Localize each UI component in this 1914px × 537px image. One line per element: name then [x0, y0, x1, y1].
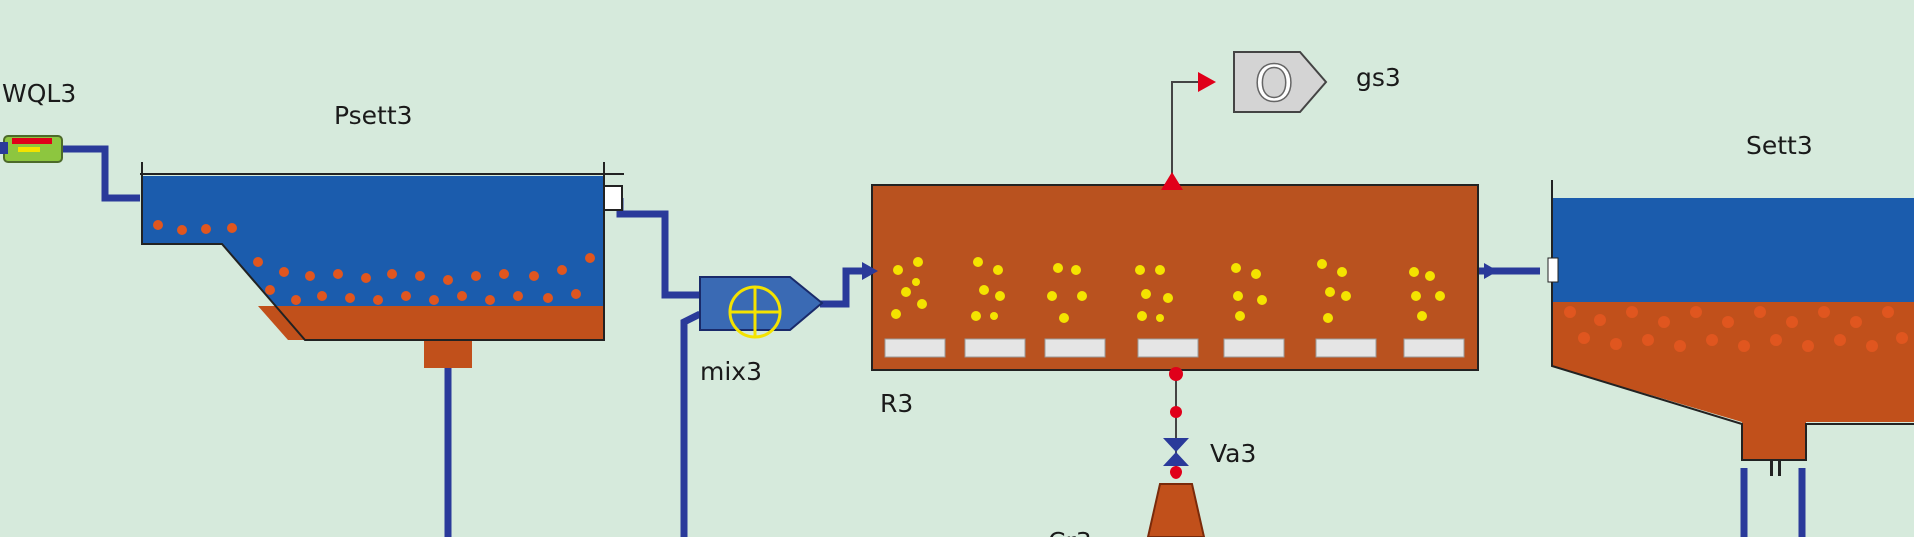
gas-line: [1171, 81, 1200, 174]
diffuser-icon: [884, 338, 1465, 358]
reactor[interactable]: [862, 184, 1498, 371]
reactor-outlet-arrow: [1484, 263, 1498, 279]
pipe-influent-to-psett: [62, 145, 140, 202]
psett-particles: [153, 220, 595, 305]
valve-label: Va3: [1210, 439, 1256, 468]
gas-output-symbol: O: [1254, 55, 1293, 113]
reactor-bubbles: [891, 257, 1445, 323]
primary-settler[interactable]: [140, 162, 624, 368]
gas-line-arrow: [1198, 72, 1216, 92]
sett-label: Sett3: [1746, 131, 1813, 160]
reactor-gas-connector: [1161, 172, 1183, 190]
reactor-label: R3: [880, 389, 913, 418]
psett-label: Psett3: [334, 101, 413, 130]
psett-outline: [141, 162, 605, 341]
pipe-mix-to-reactor: [820, 267, 870, 308]
mixer[interactable]: [699, 276, 824, 339]
gas-output-label: gs3: [1356, 63, 1401, 92]
mix-label: mix3: [700, 357, 762, 386]
psett-hopper: [424, 340, 472, 368]
pipe-psett-to-mix: [616, 198, 700, 299]
pipe-return-to-mix: [680, 310, 702, 537]
sett-particles: [1564, 306, 1908, 352]
wql-label: WQL3: [2, 79, 76, 108]
valve-assembly[interactable]: [1163, 367, 1189, 478]
lower-unit-label: Cr3: [1048, 527, 1092, 537]
psett-sludge: [258, 306, 604, 340]
lower-unit[interactable]: [1146, 469, 1206, 537]
reactor-inlet-arrow: [862, 262, 878, 280]
influent-icon[interactable]: [0, 135, 63, 163]
gas-output-icon[interactable]: O: [1233, 51, 1328, 114]
valve-icon: [1163, 438, 1189, 466]
sett-outline: [1551, 180, 1914, 461]
mixer-icon: [728, 285, 782, 339]
secondary-settler[interactable]: [1547, 180, 1914, 476]
mixer-body: [699, 276, 824, 331]
